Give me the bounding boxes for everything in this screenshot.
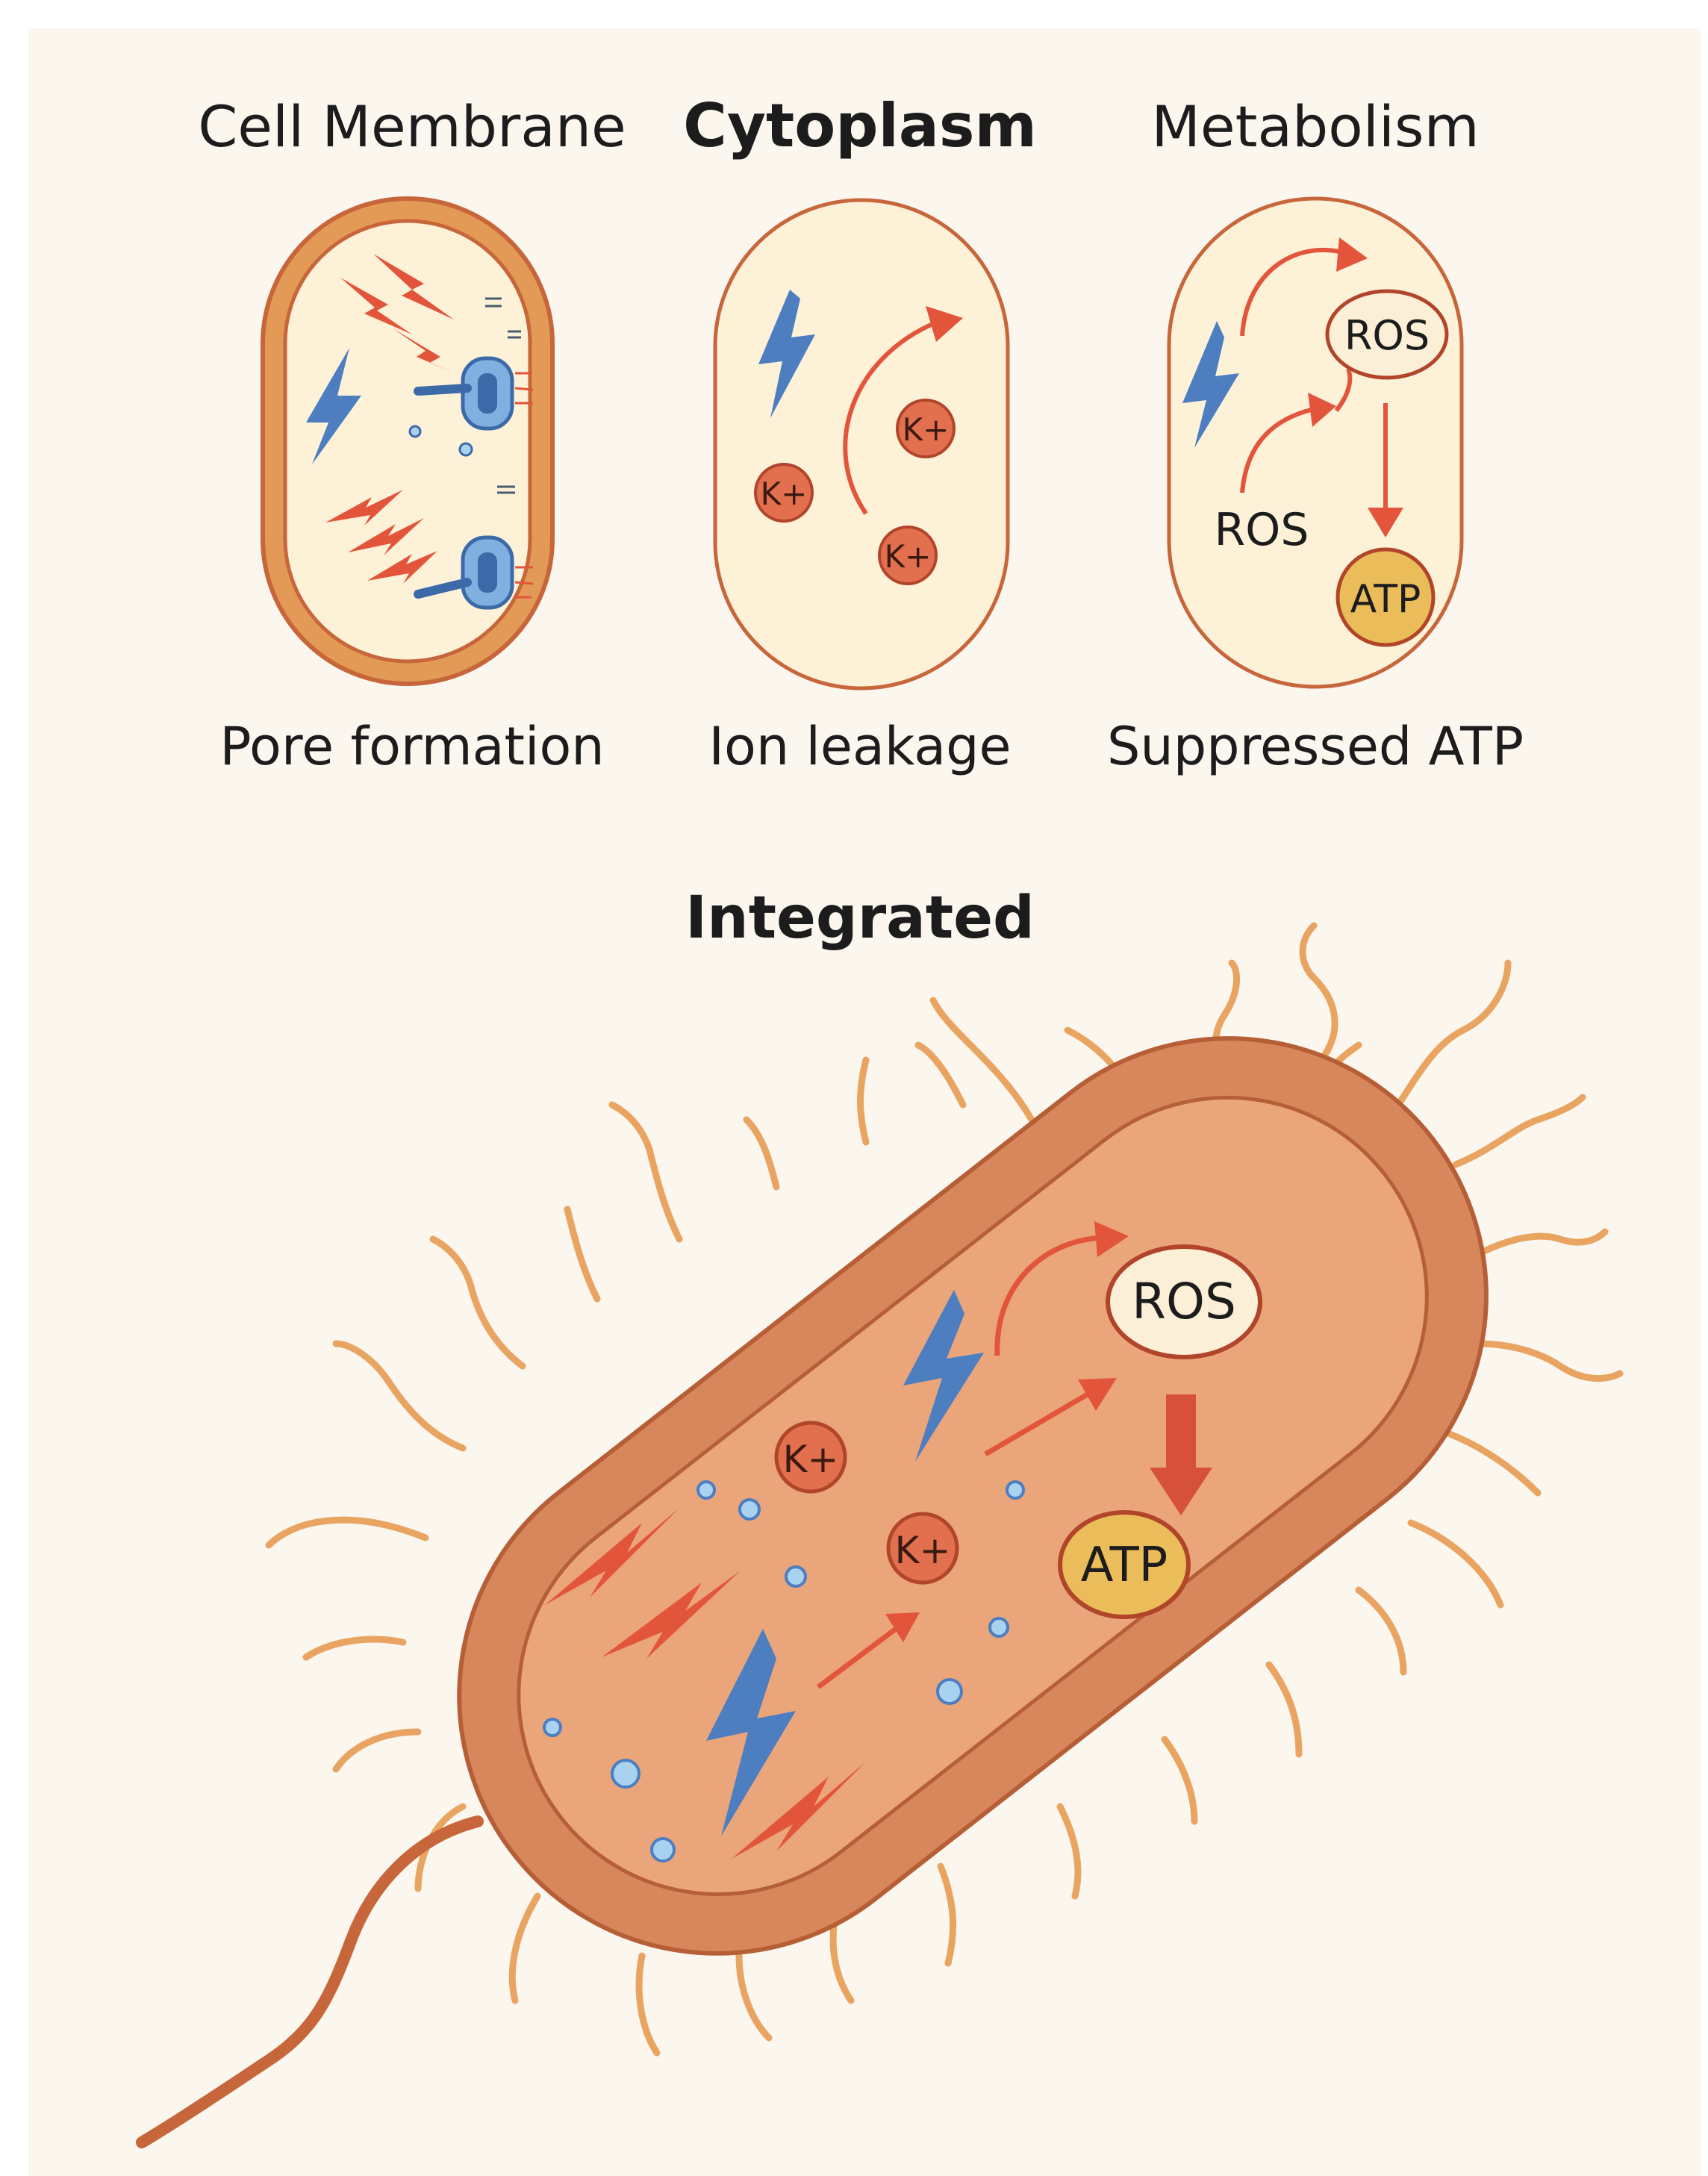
- potassium-ion: K+: [896, 399, 956, 458]
- cytoplasm-cell: [713, 198, 1010, 690]
- molecule-dot: [408, 425, 422, 438]
- pore-channel-icon: [414, 356, 534, 431]
- panel-caption-suppressed-atp: Suppressed ATP: [1107, 716, 1524, 777]
- atp-label: ATP: [1081, 1538, 1168, 1593]
- potassium-ion: K+: [886, 1512, 959, 1585]
- atp-node: ATP: [1058, 1510, 1191, 1619]
- svg-text:K+: K+: [761, 476, 808, 512]
- ros-label: ROS: [1344, 312, 1430, 359]
- red-zap-icon: [340, 254, 455, 373]
- blue-zap-icon: [903, 1290, 984, 1462]
- blue-zap-icon: [758, 290, 815, 418]
- atp-node: ATP: [1335, 547, 1436, 647]
- molecule-dots: [543, 1480, 1025, 1862]
- panel-title-cytoplasm: Cytoplasm: [683, 91, 1037, 160]
- svg-text:K+: K+: [885, 538, 932, 575]
- suppression-arrow: [1368, 403, 1403, 537]
- ros-label: ROS: [1132, 1273, 1236, 1330]
- svg-text:K+: K+: [783, 1438, 839, 1481]
- potassium-ion: K+: [774, 1421, 847, 1494]
- panel-title-cell-membrane: Cell Membrane: [198, 93, 626, 160]
- ros-to-ros-arrow: [1240, 237, 1368, 337]
- membrane-marks: [485, 297, 521, 494]
- svg-text:K+: K+: [903, 411, 950, 448]
- pore-channel-icon: [414, 535, 534, 610]
- ros-generation-arrow: [1240, 367, 1353, 493]
- ros-loop-arrow: [994, 1221, 1129, 1356]
- molecule-dot: [458, 442, 473, 457]
- metabolism-panel: ROS ROS ATP: [1167, 196, 1464, 689]
- blue-zap-icon: [1182, 321, 1239, 448]
- red-zap-icon: [545, 1508, 866, 1859]
- panel-caption-pore-formation: Pore formation: [219, 716, 604, 777]
- ion-to-ros-arrow: [984, 1378, 1117, 1457]
- panel-caption-ion-leakage: Ion leakage: [708, 716, 1011, 777]
- flagellum: [136, 1815, 484, 2148]
- ros-node: ROS: [1106, 1244, 1262, 1359]
- ion-efflux-arrow: [843, 306, 963, 515]
- pili: [265, 922, 1624, 2057]
- ros-node: ROS: [1325, 289, 1449, 380]
- cell-membrane-panel: [261, 196, 555, 686]
- potassium-ion: K+: [878, 526, 938, 585]
- red-zap-icon: [325, 490, 437, 584]
- svg-text:K+: K+: [895, 1529, 951, 1572]
- ion-upward-arrow: [816, 1612, 920, 1689]
- panel-title-metabolism: Metabolism: [1151, 93, 1479, 160]
- integrated-bacterium: ROS ATP K+ K+: [136, 922, 1624, 2148]
- ros-free-label: ROS: [1214, 504, 1309, 556]
- blue-zap-icon: [706, 1629, 796, 1836]
- atp-label: ATP: [1350, 577, 1421, 622]
- suppression-arrow: [1150, 1394, 1212, 1515]
- blue-zap-icon: [306, 348, 361, 464]
- cytoplasm-panel: K+ K+ K+: [713, 198, 1010, 690]
- integrated-title: Integrated: [685, 885, 1035, 952]
- potassium-ion: K+: [754, 463, 814, 523]
